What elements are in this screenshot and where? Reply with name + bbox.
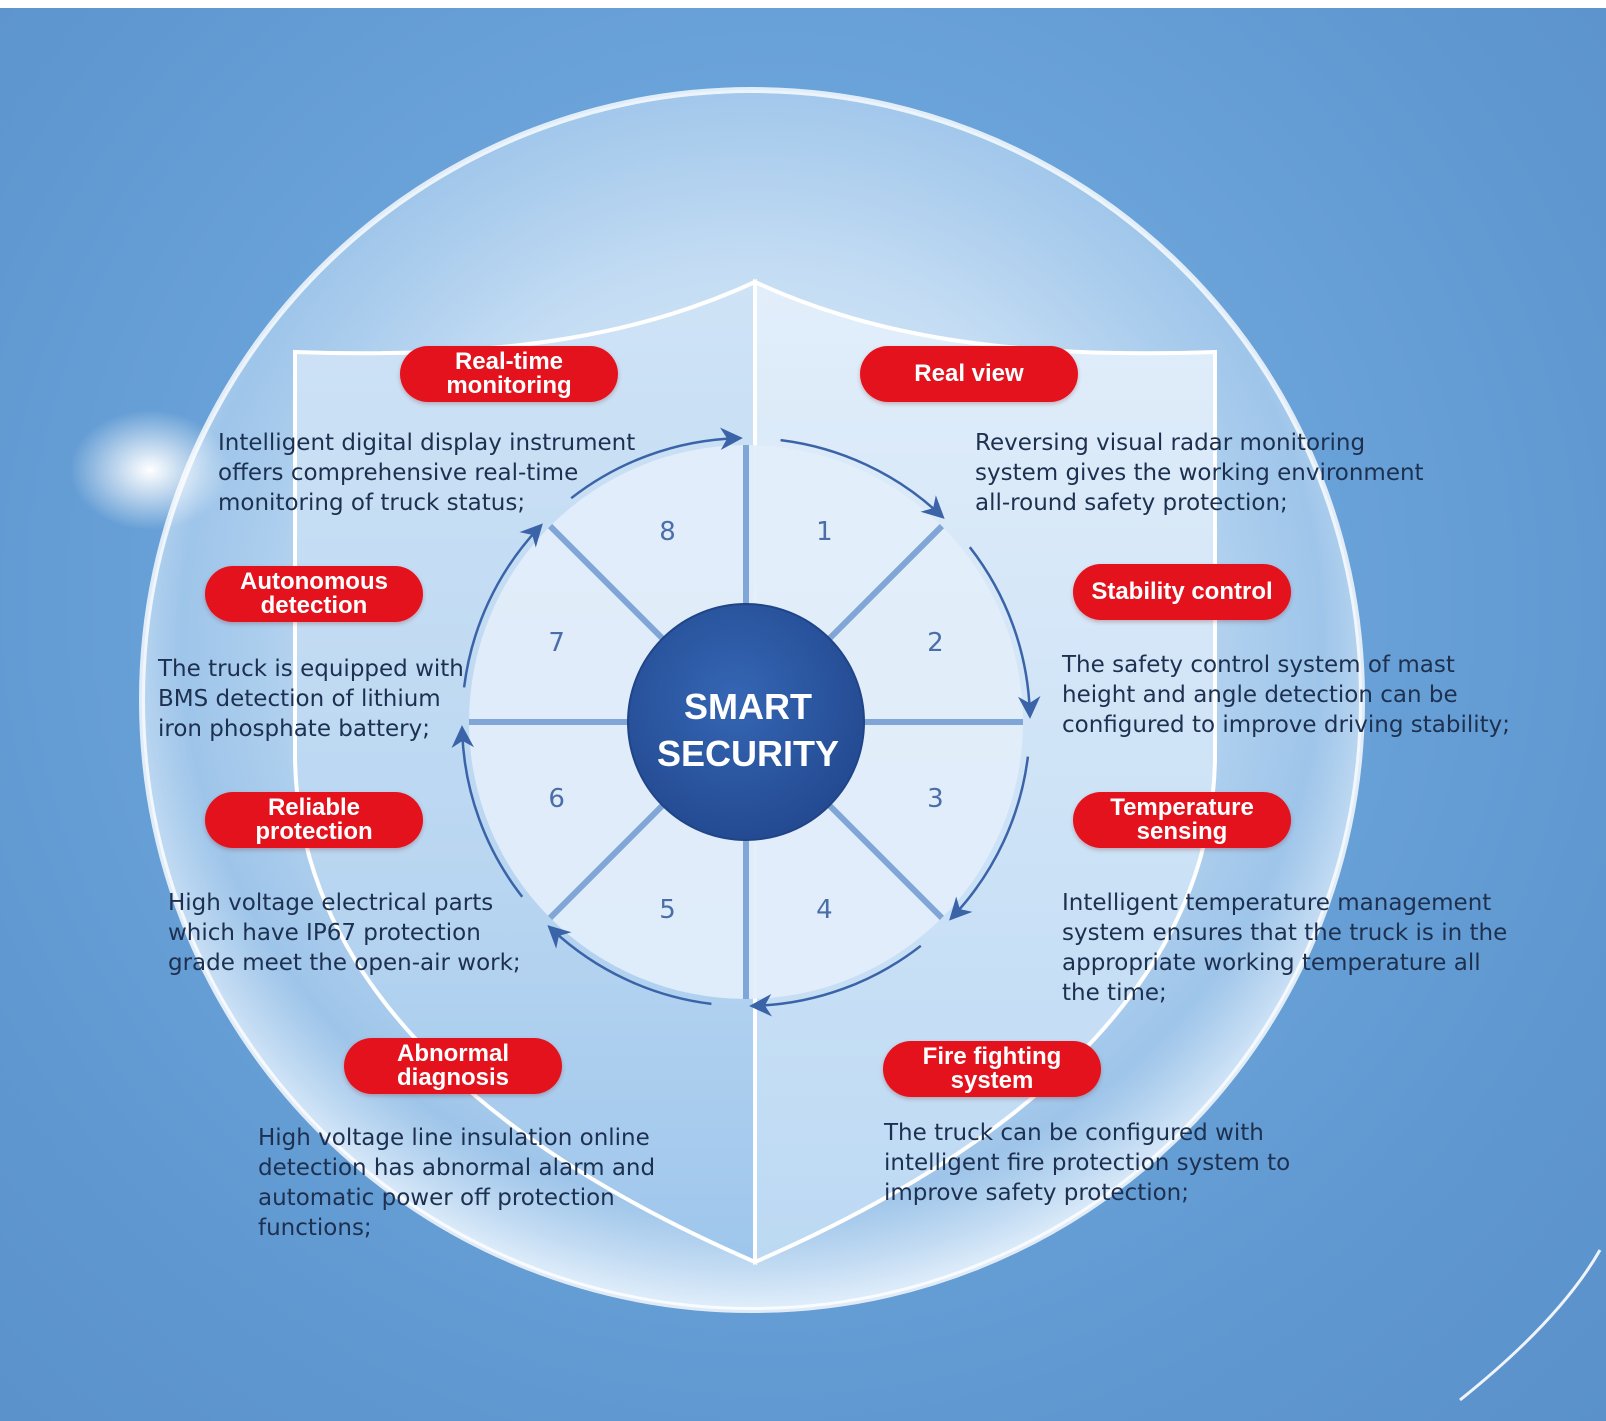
light-streak [1459, 1249, 1602, 1402]
center-title-line2: SECURITY [656, 733, 840, 774]
cycle-arrow [949, 756, 1030, 921]
bubble-rim [139, 87, 1365, 1313]
desc-stability-control: The safety control system of mast height… [1062, 652, 1511, 738]
pill-line2: diagnosis [396, 1064, 510, 1091]
pill-stability-control: Stability control [1073, 564, 1291, 620]
center-title-line1: SMART [684, 686, 812, 727]
desc-abnormal-diagnosis: High voltage line insulation online dete… [258, 1125, 656, 1241]
pill-line1: Abnormal [396, 1040, 509, 1067]
pill-line1: Real view [914, 360, 1024, 387]
cycle-arrow [968, 546, 1041, 719]
desc-real-time-monitoring: Intelligent digital display instrument o… [218, 430, 636, 516]
segment-number-1: 1 [816, 516, 833, 547]
pill-line2: monitoring [446, 372, 572, 399]
segment-number-8: 8 [659, 516, 676, 547]
segment-number-6: 6 [548, 784, 565, 815]
pill-line2: detection [260, 592, 368, 619]
segment-number-2: 2 [927, 627, 944, 658]
light-flare [70, 410, 230, 530]
desc-autonomous-detection: The truck is equipped with BMS detection… [158, 656, 464, 742]
desc-fire-fighting-system: The truck can be configured with intelli… [884, 1120, 1291, 1206]
segment-number-3: 3 [927, 784, 944, 815]
desc-reliable-protection: High voltage electrical parts which have… [168, 890, 521, 976]
segment-number-7: 7 [548, 627, 565, 658]
pill-line1: Reliable [267, 794, 361, 821]
desc-temperature-sensing: Intelligent temperature management syste… [1062, 890, 1508, 1006]
cycle-arrow [780, 438, 945, 519]
pill-line2: system [950, 1067, 1034, 1094]
pill-real-view: Real view [860, 346, 1078, 402]
cycle-arrow [451, 725, 524, 898]
pill-line1: Fire fighting [922, 1043, 1062, 1070]
segment-number-5: 5 [659, 895, 676, 926]
pill-line2: sensing [1136, 818, 1228, 845]
segment-divider [548, 799, 669, 920]
segment-divider [548, 524, 669, 645]
cycle-arrow [547, 925, 712, 1006]
center-circle [627, 603, 865, 841]
pill-line1: Real-time [454, 348, 564, 375]
cycle-arrow [570, 427, 743, 500]
cycle-arrow [462, 523, 543, 688]
segment-divider [823, 524, 944, 645]
cycle-arrow [749, 944, 922, 1017]
pill-line1: Stability control [1091, 578, 1273, 605]
desc-real-view: Reversing visual radar monitoring system… [975, 430, 1424, 516]
segment-number-4: 4 [816, 895, 833, 926]
center-title: SMART SECURITY [628, 683, 868, 777]
pill-line1: Temperature [1110, 794, 1254, 821]
pill-line2: protection [255, 818, 373, 845]
pill-line1: Autonomous [240, 568, 388, 595]
segment-divider [823, 799, 944, 920]
